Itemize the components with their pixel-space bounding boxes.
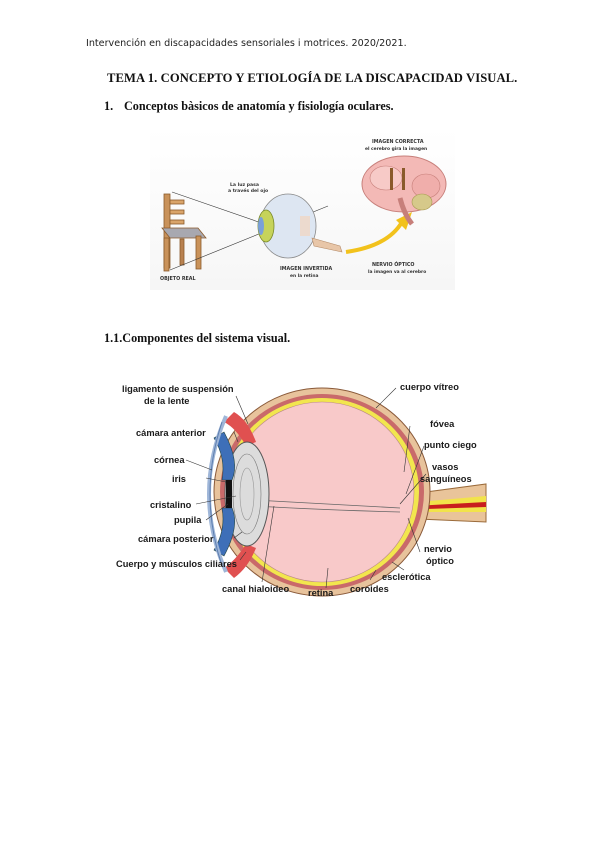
ciliary-body-upper [224,412,256,446]
label-blind-spot: punto ciego [424,440,477,450]
correct-image-label: IMAGEN CORRECTA [372,139,424,145]
label-hyaloid-canal: canal hialoideo [222,584,289,594]
page-header: Intervención en discapacidades sensorial… [86,38,407,49]
brain-drawing [361,155,447,226]
label-optic-nerve-2: óptico [426,556,454,566]
label-sclera: esclerótica [382,572,431,582]
cornea-edge [209,421,223,567]
hyaloid-canal-upper [253,499,401,509]
label-ligament-1: ligamento de suspensión [122,384,234,394]
optic-nerve-sublabel: la imagen va al cerebro [368,269,426,275]
hyaloid-canal-lower [253,505,401,513]
chair-drawing [161,193,207,272]
label-blood-vessels-1: vasos [432,462,458,472]
correct-image-sublabel: el cerebro gira la imagen [365,146,427,152]
iris-upper [213,431,235,481]
chapter-title: TEMA 1. CONCEPTO Y ETIOLOGÍA DE LA DISCA… [107,71,518,85]
lens-core [239,467,255,521]
real-object-label: OBJETO REAL [160,276,196,282]
label-fovea: fóvea [430,419,455,429]
label-anterior-chamber: cámara anterior [136,428,206,438]
label-blood-vessels-2: sanguíneos [420,474,472,484]
label-ciliary-body: Cuerpo y músculos ciliares [116,559,237,569]
label-iris: iris [172,474,186,484]
inverted-image-sublabel: en la retina [290,273,319,279]
label-vitreous: cuerpo vítreo [400,382,459,392]
section-number: 1. [104,99,114,113]
eye-drawing [257,193,343,259]
pupil-shape [226,480,232,508]
optic-nerve-label: NERVIO ÓPTICO [372,261,414,268]
label-optic-nerve-1: nervio [424,544,452,554]
label-cornea: córnea [154,455,185,465]
section-label: Conceptos bàsicos de anatomía y fisiolog… [124,99,394,113]
label-pupil: pupila [174,515,202,525]
curved-arrow [345,220,404,254]
label-choroid: coroides [350,584,389,594]
light-label-line2: a través del ojo [228,187,268,194]
image-formation-figure: La luz pasa a través del ojo IMAGEN CORR… [150,128,455,290]
label-lens: cristalino [150,500,192,510]
lens-ring [232,453,262,535]
label-ligament-2: de la lente [144,396,189,406]
section-heading-1-1: 1.1.Componentes del sistema visual. [104,331,291,345]
label-posterior-chamber: cámara posterior [138,534,214,544]
light-label-line1: La luz pasa [230,182,259,188]
leader-lines [185,387,427,589]
section-heading-1: 1. Conceptos bàsicos de anatomía y fisiol… [104,99,394,114]
lens-shape [224,441,270,547]
inverted-image-label: IMAGEN INVERTIDA [280,266,332,272]
eye-anatomy-figure: ligamento de suspensión de la lente cáma… [114,372,489,604]
label-retina: retina [308,588,334,598]
ciliary-body-lower [224,544,256,578]
cornea-shape [207,415,228,573]
